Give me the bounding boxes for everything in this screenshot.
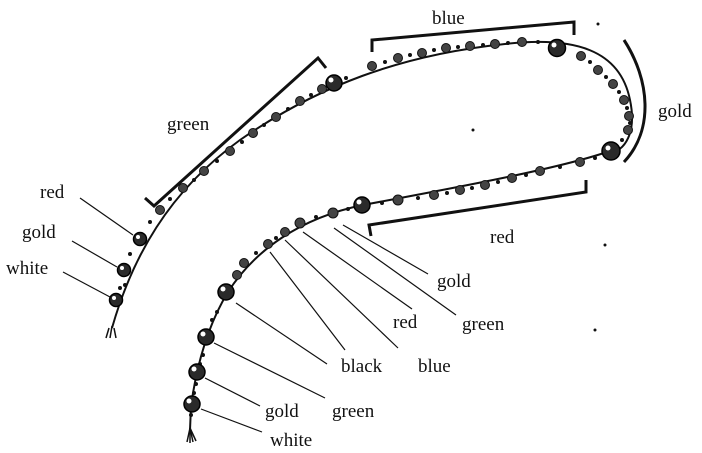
small-beads-upper <box>156 38 634 215</box>
label-white-left: white <box>6 258 48 279</box>
label-red-mid: red <box>393 312 418 333</box>
label-red-left: red <box>40 182 65 203</box>
bracket-red <box>369 180 586 236</box>
bead-highlights <box>112 43 611 404</box>
label-green-mid: green <box>462 314 505 335</box>
label-gold-bottom: gold <box>265 401 299 422</box>
label-blue-top: blue <box>432 8 465 29</box>
label-white-bottom: white <box>270 430 312 451</box>
label-gold-mid: gold <box>437 271 471 292</box>
label-green-bottom: green <box>332 401 375 422</box>
specks <box>469 23 607 332</box>
label-gold-left: gold <box>22 222 56 243</box>
bead-string-upper <box>112 42 632 328</box>
label-gold-right: gold <box>658 101 692 122</box>
tassel-lower <box>187 428 196 443</box>
tassel-upper <box>106 326 116 338</box>
label-black-mid: black <box>341 356 383 377</box>
bead-string-lower <box>190 152 607 430</box>
small-beads-lower <box>224 158 585 297</box>
label-green-top: green <box>167 114 210 135</box>
label-red-right: red <box>490 227 515 248</box>
label-blue-mid: blue <box>418 356 451 377</box>
